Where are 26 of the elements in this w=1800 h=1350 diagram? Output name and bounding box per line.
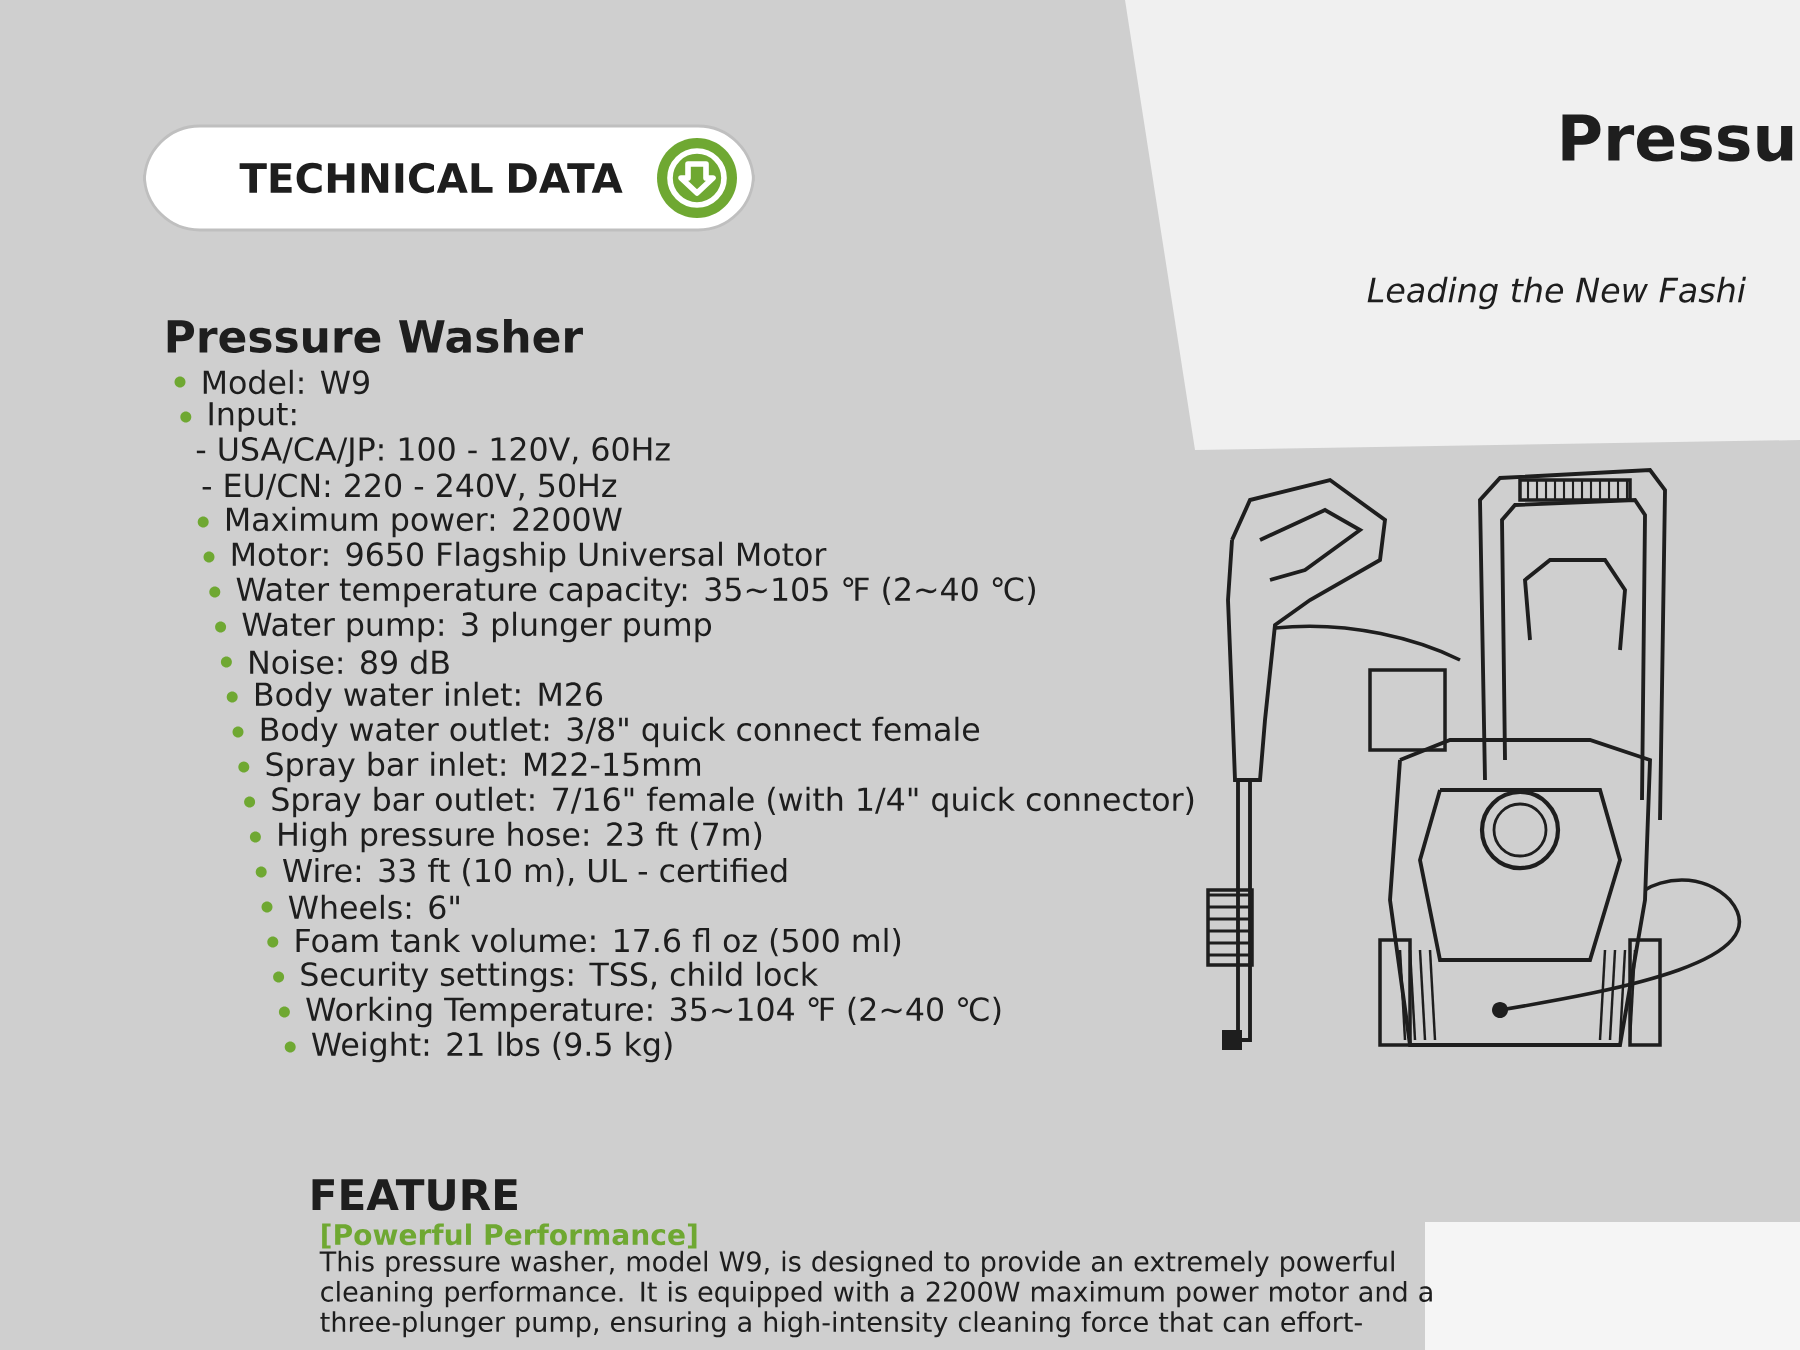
spec-line: - EU/CN: 220 - 240V, 50Hz: [202, 473, 617, 501]
spec-line: Spray bar inlet: M22-15mm: [266, 751, 701, 783]
spec-line: Wire: 33 ft (10 m), UL - certified: [282, 857, 787, 887]
spec-line: Foam tank volume: 17.6 fl oz (500 ml): [296, 927, 901, 957]
spec-line: High pressure hose: 23 ft (7m): [279, 821, 762, 853]
spec-line: Spray bar outlet: 7/16" female (with 1/4" quick connector): [272, 786, 1194, 818]
section-heading: Pressure Washer: [167, 319, 583, 353]
spec-line: Weight: 21 lbs (9.5 kg): [311, 1031, 672, 1063]
slogan: Leading the New Fashi: [1367, 276, 1746, 310]
spec-line: Motor: 9650 Flagship Universal Motor: [232, 541, 827, 573]
spec-line: Body water inlet: M26: [256, 681, 603, 713]
spec-line: Wheels: 6": [288, 894, 459, 920]
spec-line: Water pump: 3 plunger pump: [242, 611, 711, 643]
spec-line: Water temperature capacity: 35~105 ℉ (2~40 ℃): [236, 576, 1035, 608]
spec-line: Noise: 89 dB: [250, 649, 449, 675]
spec-line: Model: W9: [203, 369, 369, 395]
spec-line: Working Temperature: 35~104 ℉ (2~40 ℃): [306, 996, 1001, 1028]
spec-line: Body water outlet: 3/8" quick connect female: [261, 716, 980, 748]
paragraph: This pressure washer, model W9, is designed to provide an extremely powerful cleaning performance. It is equipped with a 2200W maximum power motor and a three-plunger pump, ensuring a high-intensity cleaning force that can effort-: [319, 1250, 1432, 1338]
spec-line: - USA/CA/JP: 100 - 120V, 60Hz: [196, 437, 670, 467]
spec-line: Input:: [209, 402, 296, 432]
spec-line: Maximum power: 2200W: [227, 506, 622, 538]
spec-line: Security settings: TSS, child lock: [301, 961, 819, 993]
section-heading: FEATURE: [312, 1179, 517, 1211]
subheading: [Powerful Performance]: [322, 1223, 697, 1249]
heading: Pressu: [1562, 114, 1793, 162]
